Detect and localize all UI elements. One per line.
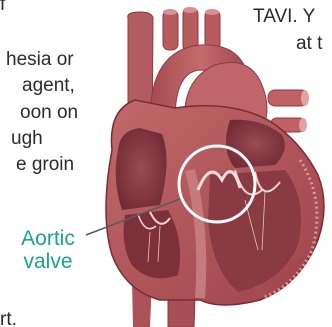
right-atrium [116, 128, 167, 210]
aortic-valve-label: Aortic valve [8, 227, 88, 273]
aortic-branch [205, 10, 220, 50]
label-line: Aortic [8, 227, 88, 250]
aortic-branch [163, 10, 178, 50]
label-line: valve [8, 250, 88, 273]
